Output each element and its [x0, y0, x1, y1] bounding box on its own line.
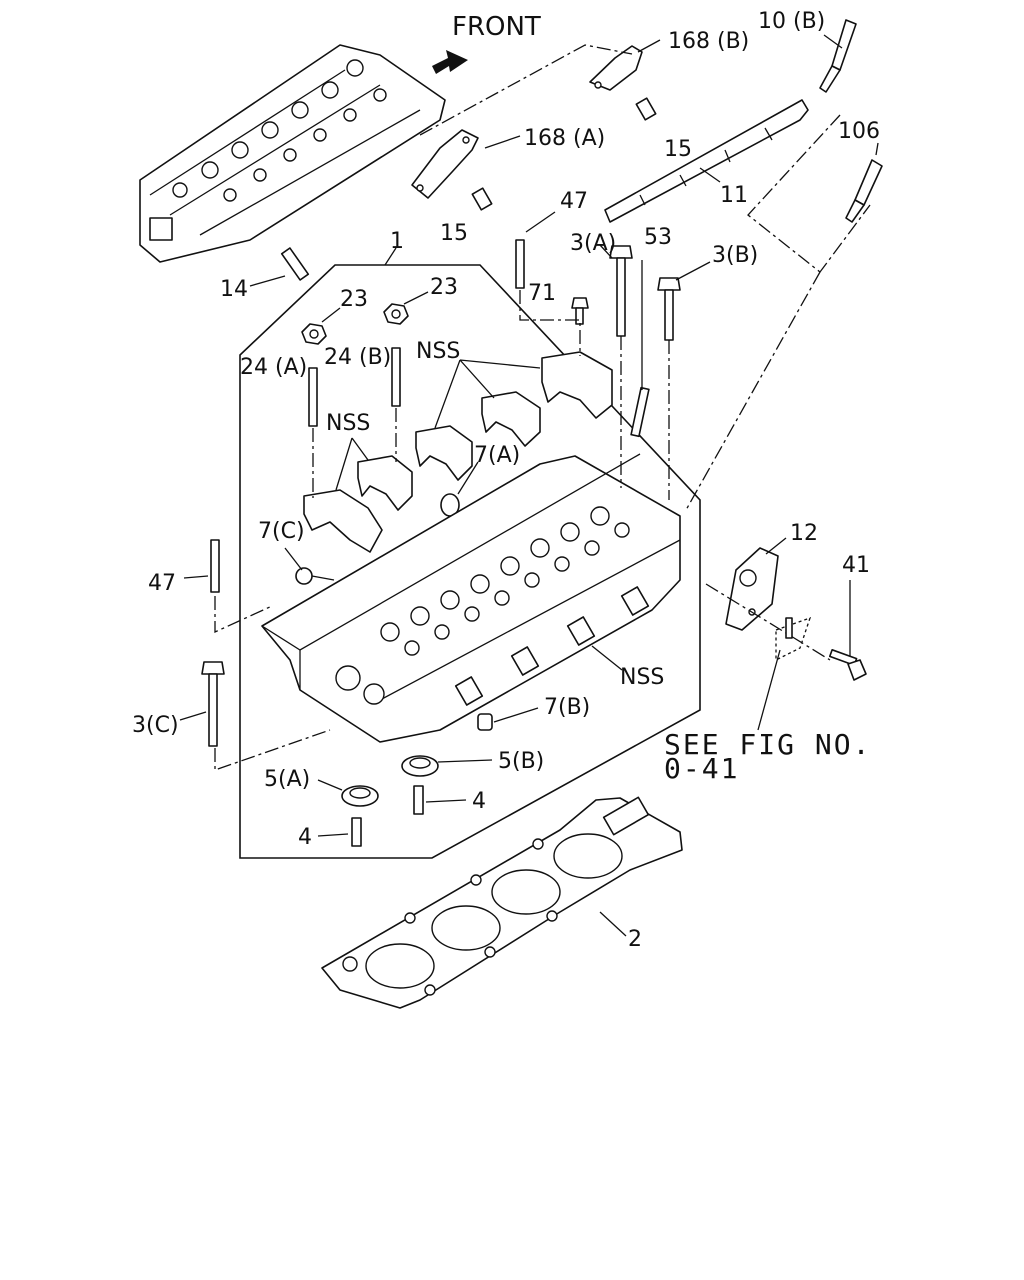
label-4-left: 4	[298, 825, 312, 850]
camshaft-cap-top	[541, 351, 613, 419]
stud-47-left	[210, 539, 220, 593]
label-7b: 7(B)	[544, 695, 590, 720]
engine-hanger-12	[725, 547, 779, 631]
label-47-top: 47	[560, 189, 588, 214]
label-7a: 7(A)	[474, 443, 520, 468]
camshaft-cap-left	[357, 455, 413, 511]
label-1: 1	[390, 229, 404, 254]
camshaft-cap-mid	[481, 391, 541, 447]
stud-53	[630, 386, 650, 438]
label-53: 53	[644, 225, 672, 250]
label-7c: 7(C)	[258, 519, 305, 544]
front-label: FRONT	[452, 12, 541, 42]
label-15-left: 15	[440, 221, 468, 246]
plug-7c	[295, 567, 313, 585]
label-nss-top: NSS	[416, 339, 460, 364]
stud-47-top	[515, 239, 525, 289]
camshaft-cap-left-upper	[415, 425, 473, 481]
label-14: 14	[220, 277, 248, 302]
stud-24a	[308, 367, 318, 427]
bolt-3b	[657, 277, 681, 341]
bracket-168b	[589, 45, 657, 121]
nut-23-left	[301, 323, 327, 345]
label-23-left: 23	[340, 287, 368, 312]
label-see-fig-line1: SEE FIG NO.	[664, 728, 871, 761]
dowel-4-left	[351, 817, 362, 847]
orientation-cylinder-head	[139, 44, 446, 263]
label-71: 71	[528, 281, 556, 306]
label-5b: 5(B)	[498, 749, 544, 774]
label-nss-right: NSS	[620, 665, 664, 690]
bolt-3a	[609, 245, 633, 337]
label-5a: 5(A)	[264, 767, 310, 792]
label-nss-left: NSS	[326, 411, 370, 436]
label-24a: 24 (A)	[240, 355, 307, 380]
label-12: 12	[790, 521, 818, 546]
glow-plug-106	[845, 159, 883, 223]
head-gasket-2	[321, 796, 683, 1009]
label-168b: 168 (B)	[668, 29, 749, 54]
label-see-fig-line2: 0-41	[664, 752, 739, 785]
dowel-4-right	[413, 785, 424, 815]
label-41: 41	[842, 553, 870, 578]
label-4-right: 4	[472, 789, 486, 814]
label-24b: 24 (B)	[324, 345, 391, 370]
nut-23-right	[383, 303, 409, 325]
bolt-71	[571, 297, 589, 325]
cylinder-head-main	[261, 453, 681, 743]
label-23-right: 23	[430, 275, 458, 300]
label-15-top: 15	[664, 137, 692, 162]
label-11: 11	[720, 183, 748, 208]
bolt-41	[828, 648, 867, 681]
label-10b: 10 (B)	[758, 9, 825, 34]
label-3c: 3(C)	[132, 713, 179, 738]
label-3b: 3(B)	[712, 243, 758, 268]
seal-5b	[401, 755, 439, 777]
label-106: 106	[838, 119, 880, 144]
leak-off-pipe-11	[604, 99, 809, 223]
bracket-168a	[411, 129, 493, 211]
assembly-frame-1	[239, 264, 701, 859]
bolt-3c	[201, 661, 225, 747]
label-47-left: 47	[148, 571, 176, 596]
camshaft-cap-left-lower	[303, 489, 383, 553]
seal-5a	[341, 785, 379, 807]
stud-14	[280, 247, 310, 281]
stud-24b	[391, 347, 401, 407]
bracket-see-fig	[775, 616, 812, 662]
label-168a: 168 (A)	[524, 126, 605, 151]
label-2: 2	[628, 927, 642, 952]
plug-7b	[477, 713, 493, 731]
front-arrow-icon	[432, 50, 468, 74]
label-3a: 3(A)	[570, 231, 616, 256]
glow-plug-10b	[819, 19, 857, 93]
